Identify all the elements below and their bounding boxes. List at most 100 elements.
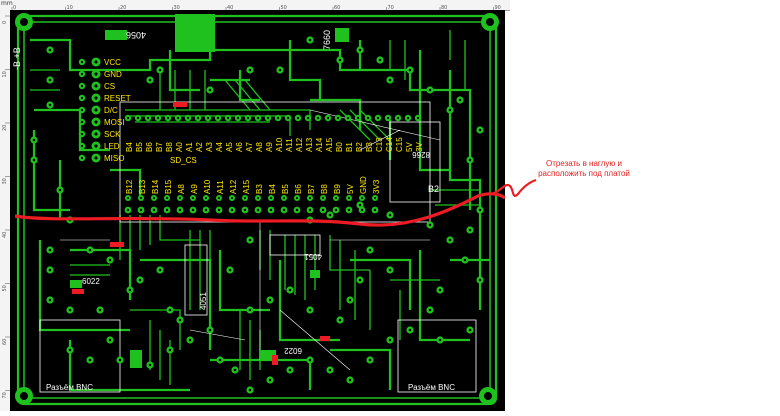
- pad-hole: [98, 308, 102, 312]
- mcu-top-pin-label: C14: [385, 137, 394, 152]
- mcu-bottom-pin-label: B9: [333, 184, 342, 194]
- pad-hole: [347, 196, 351, 200]
- pad-hole: [48, 48, 52, 52]
- pin-label: LED: [104, 142, 120, 151]
- pad-hole: [334, 196, 338, 200]
- pad-hole: [126, 208, 130, 212]
- pad-hole: [48, 248, 52, 252]
- pad-hole: [376, 116, 380, 120]
- pad-hole: [288, 288, 292, 292]
- pad-hole: [360, 196, 364, 200]
- pad-hole: [438, 338, 442, 342]
- mcu-bottom-pin-label: B8: [320, 184, 329, 194]
- pad-hole: [256, 196, 260, 200]
- pad-hole: [94, 96, 98, 100]
- pad-hole: [156, 116, 160, 120]
- pad-hole: [336, 116, 340, 120]
- pad-hole: [148, 363, 152, 367]
- ruler-tick-label: 50: [2, 285, 8, 291]
- chip-u3-label: 8266: [412, 150, 430, 159]
- pin-label: MOSI: [104, 118, 124, 127]
- pad-hole: [152, 208, 156, 212]
- ruler-tick-label: 30: [174, 5, 180, 11]
- u4-outline: [184, 244, 208, 316]
- components: [70, 14, 349, 368]
- pad-hole: [248, 308, 252, 312]
- pad-hole: [158, 268, 162, 272]
- chip-u7-label: 6022: [284, 346, 302, 355]
- mcu-top-pin-label: A4: [215, 142, 224, 152]
- pad-hole: [191, 196, 195, 200]
- mcu-bottom-pin-label: B13: [138, 179, 147, 194]
- pad-hole: [94, 108, 98, 112]
- pad-hole: [178, 318, 182, 322]
- pad-hole: [94, 72, 98, 76]
- mcu-top-pin-label: A3: [205, 142, 214, 152]
- mcu-top-pin-label: B7: [155, 142, 164, 152]
- pin-label: MISO: [104, 154, 124, 163]
- ruler-tick-label: 60: [2, 339, 8, 345]
- mcu-bottom-pin-label: B4: [268, 184, 277, 194]
- ruler-tick-label: 70: [2, 392, 8, 398]
- mcu-top-pin-label: B3: [365, 142, 374, 152]
- mcu-bottom-pin-label: B14: [151, 179, 160, 194]
- ruler-tick-label: 40: [227, 5, 233, 11]
- pad-hole: [80, 60, 84, 64]
- pad-hole: [208, 328, 212, 332]
- chip-u1-label: 4056: [126, 30, 146, 40]
- pad-hole: [146, 116, 150, 120]
- ruler-tick-label: 60: [334, 5, 340, 11]
- pad-hole: [468, 158, 472, 162]
- pad-hole: [438, 288, 442, 292]
- red-components: [72, 102, 330, 365]
- chip-u6-label: 6022: [82, 277, 100, 286]
- mcu-top-pin-label: A1: [185, 142, 194, 152]
- pad-hole: [94, 156, 98, 160]
- pin-label: D/C: [104, 106, 118, 115]
- pad-hole: [468, 328, 472, 332]
- pad-hole: [168, 348, 172, 352]
- pad-hole: [268, 298, 272, 302]
- ruler-tick-label: 20: [2, 125, 8, 131]
- pad-hole: [286, 116, 290, 120]
- pad-hole: [236, 116, 240, 120]
- ratsnest-lines: [60, 109, 441, 371]
- mcu-bottom-pin-label: A12: [229, 179, 238, 194]
- pad-hole: [218, 358, 222, 362]
- pad-hole: [136, 116, 140, 120]
- mcu-bottom-pin-label: B15: [164, 179, 173, 194]
- pad-hole: [296, 116, 300, 120]
- pad-hole: [138, 278, 142, 282]
- pad-hole: [366, 116, 370, 120]
- mcu-bottom-pin-label: 3V3: [372, 179, 381, 194]
- pad-hole: [347, 208, 351, 212]
- chip-u2-label: 7660: [322, 30, 332, 50]
- cut-instruction-note: Отрезать в наглую и расположить под плат…: [538, 159, 630, 178]
- pad-hole: [388, 213, 392, 217]
- ruler-tick-label: 90: [495, 5, 501, 11]
- pad-hole: [276, 116, 280, 120]
- mcu-top-pin-label: B8: [165, 142, 174, 152]
- pad-hole: [348, 298, 352, 302]
- pin-label: GND: [104, 70, 122, 79]
- pad-hole: [282, 196, 286, 200]
- pad-hole: [118, 358, 122, 362]
- pad-hole: [80, 120, 84, 124]
- inductor-pad: [175, 14, 215, 52]
- tft-connector-labels: VCC GND CS RESET D/C MOSI SCK LED MISO: [104, 58, 131, 163]
- mcu-bottom-pin-label: B12: [125, 179, 134, 194]
- pad-hole: [178, 196, 182, 200]
- mcu-top-pin-label: A7: [245, 142, 254, 152]
- pad-hole: [448, 108, 452, 112]
- pad-hole: [358, 278, 362, 282]
- pad-hole: [269, 196, 273, 200]
- pad-hole: [165, 208, 169, 212]
- mcu-bottom-pin-label: A11: [216, 180, 225, 194]
- pad-hole: [458, 98, 462, 102]
- pad-hole: [406, 116, 410, 120]
- pad-hole: [88, 358, 92, 362]
- pin-label: CS: [104, 82, 115, 91]
- bnc-left-outline: [39, 319, 121, 393]
- pad-hole: [217, 196, 221, 200]
- pad-hole: [228, 268, 232, 272]
